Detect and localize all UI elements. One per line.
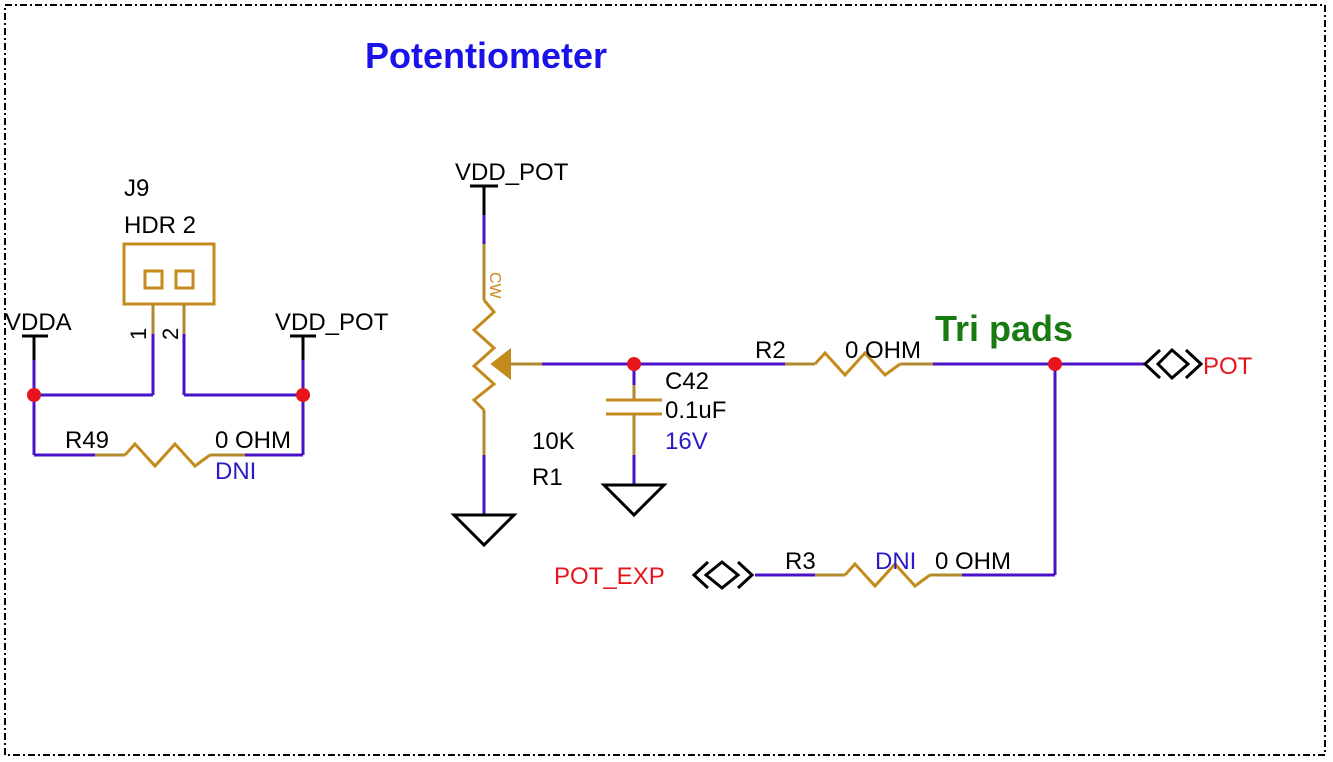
r49-value-label: 0 OHM [215,427,291,454]
sheet-border [4,4,1326,756]
r1-potentiometer [471,299,497,412]
pot-exp-net-label: POT_EXP [554,563,665,590]
wiper-arrow [490,347,511,381]
junction-vdd-pot-left [296,388,310,402]
c42-voltage-label: 16V [665,428,708,455]
r1-ref-label: R1 [532,464,563,491]
header-j9-section [22,242,316,469]
r3-dni-label: DNI [875,548,916,575]
ground-symbol-pot [450,513,518,548]
r49-ref-label: R49 [65,427,109,454]
junction-pot [1048,357,1062,371]
vdda-label: VDDA [5,309,72,336]
diagram-title: Potentiometer [365,35,607,76]
r49-resistor [123,441,211,469]
pot-net-label: POT [1203,353,1253,380]
r49-dni-label: DNI [215,458,256,485]
pot-connector-icon [1142,348,1162,380]
pot-exp-connector-icon [691,560,710,590]
r1-value-label: 10K [532,428,575,455]
ground-symbol-cap [600,483,668,518]
junction-vdda [27,388,41,402]
tri-pads-annotation: Tri pads [935,308,1073,349]
potentiometer-section [450,184,1204,590]
pot-cw-label: CW [486,272,503,300]
r2-resistor [813,350,901,378]
vdd-pot-left-label: VDD_POT [275,309,389,336]
j9-value-label: HDR 2 [124,212,196,239]
vdd-pot-center-label: VDD_POT [455,159,569,186]
r2-ref-label: R2 [755,337,786,364]
c42-ref-label: C42 [665,368,709,395]
j9-ref-label: J9 [124,175,149,202]
r3-value-label: 0 OHM [935,548,1011,575]
r3-resistor [843,561,931,589]
j9-pin1-label: 1 [126,328,151,340]
j9-pin2-label: 2 [158,328,183,340]
c42-value-label: 0.1uF [665,397,726,424]
j9-header-body [122,242,216,306]
junction-cap [627,357,641,371]
r2-value-label: 0 OHM [845,337,921,364]
r3-ref-label: R3 [785,548,816,575]
